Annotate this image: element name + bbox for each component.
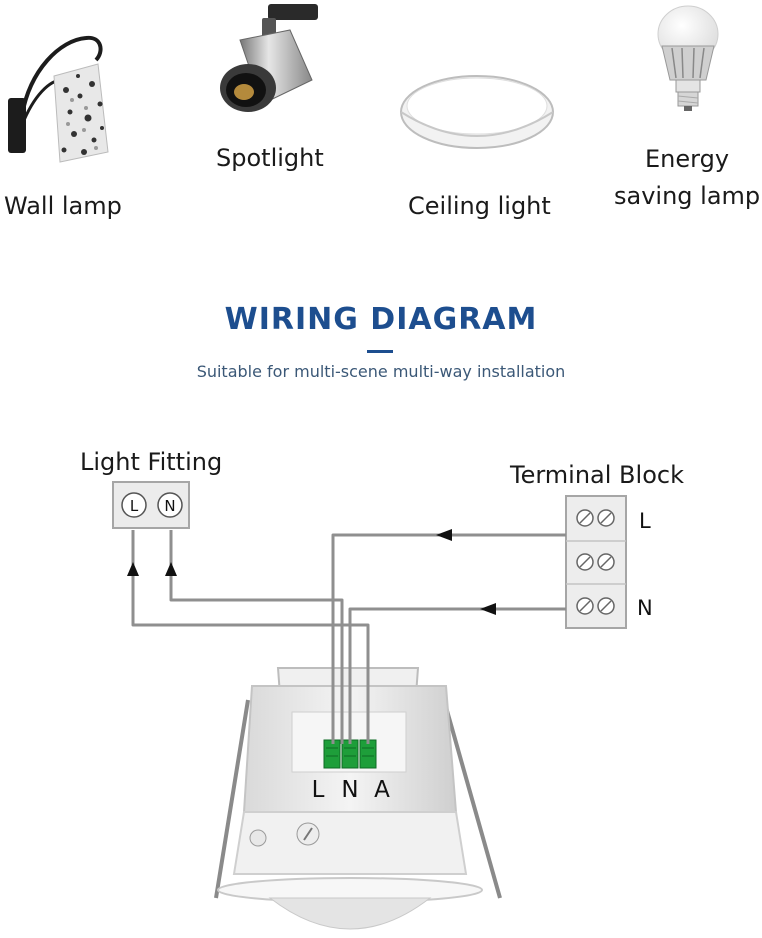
wire-live-supply [331,533,566,744]
fitting-terminal-l: L [130,497,139,515]
subtitle: Suitable for multi-scene multi-way insta… [196,362,566,381]
wire-switched-output [131,530,370,744]
wall-lamp-icon [8,35,109,163]
sensor-terminal-n: N [341,777,358,803]
terminal-block-label: Terminal Block [510,461,684,489]
energy-lamp-label-line1: Energy [645,145,730,173]
sensor-terminal-l: L [312,777,325,803]
wall-lamp-label: Wall lamp [4,192,122,220]
arrow-fitting-n [165,562,177,576]
light-fitting-label: Light Fitting [80,448,223,476]
terminal-block: L N [565,495,653,629]
title-underline [367,350,393,353]
sensor-terminal-a: A [374,777,390,803]
fitting-terminal-n: N [164,497,175,515]
energy-saving-bulb-icon [657,5,719,111]
spotlight-label: Spotlight [216,144,324,172]
energy-lamp-label-line2: saving lamp [614,182,761,210]
wiring-diagram-title: WIRING DIAGRAM [224,302,538,337]
arrow-fitting-l [127,562,139,576]
flow-arrows [127,529,496,615]
ceiling-light-icon [400,75,554,149]
ceiling-light-label: Ceiling light [408,192,551,220]
block-n-label: N [637,596,653,620]
arrow-neutral [480,603,496,615]
light-fitting-box: L N [112,481,190,529]
arrow-live [436,529,452,541]
wires [131,530,566,744]
spotlight-icon [220,4,318,112]
block-l-label: L [639,509,651,533]
motion-sensor [214,667,502,930]
